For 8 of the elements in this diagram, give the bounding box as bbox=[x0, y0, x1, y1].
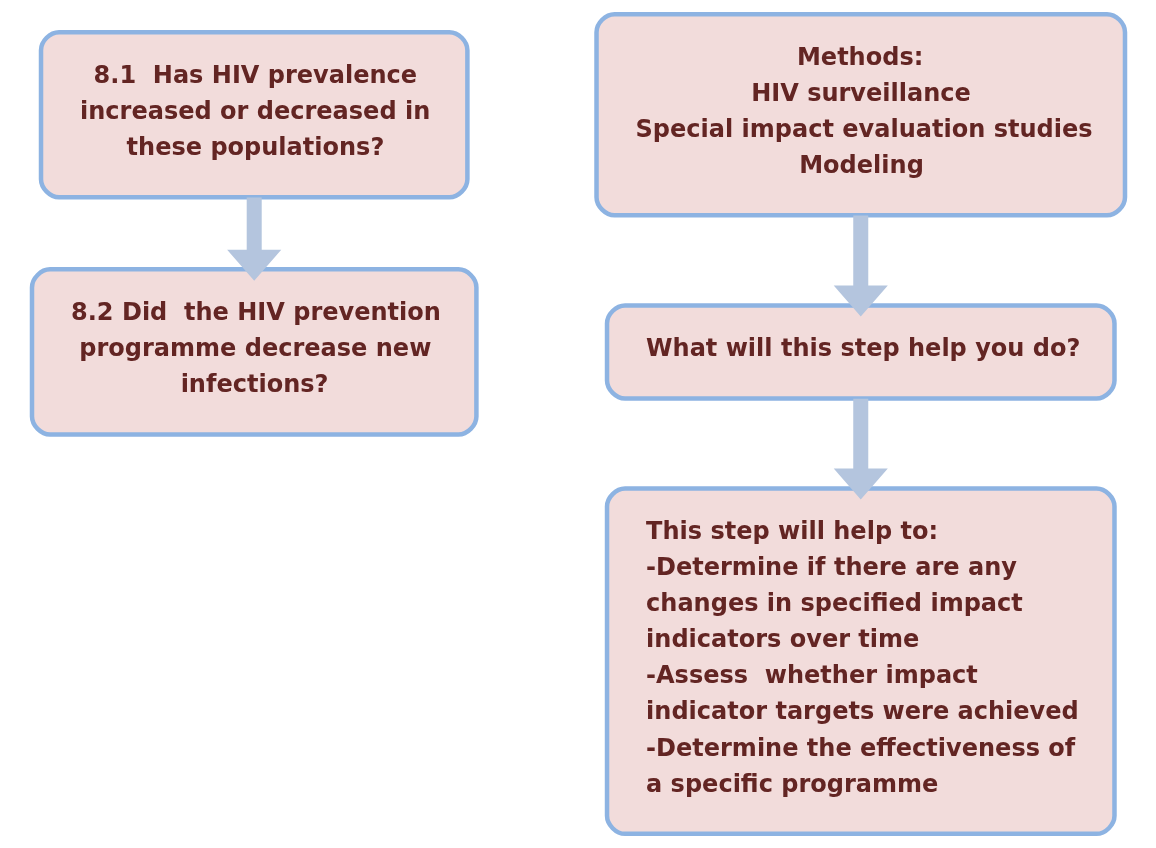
node-box: 8.2 Did the HIV prevention programme decrease new infections? bbox=[29, 267, 479, 437]
node-box: What will this step help you do? bbox=[604, 303, 1117, 401]
node-box: 8.1 Has HIV prevalence increased or decreased in these populations? bbox=[38, 29, 470, 200]
arrow bbox=[833, 398, 888, 500]
arrow bbox=[833, 215, 888, 317]
node-box: This step will help to: -Determine if there are any changes in specified impact indicators over time -Assess whether impact indicator targets were achieved -Determine the effectiveness of a specific programme bbox=[604, 486, 1117, 837]
arrow bbox=[226, 197, 281, 281]
node-box: Methods: HIV surveillance Special impact evaluation studies Modeling bbox=[593, 11, 1127, 218]
